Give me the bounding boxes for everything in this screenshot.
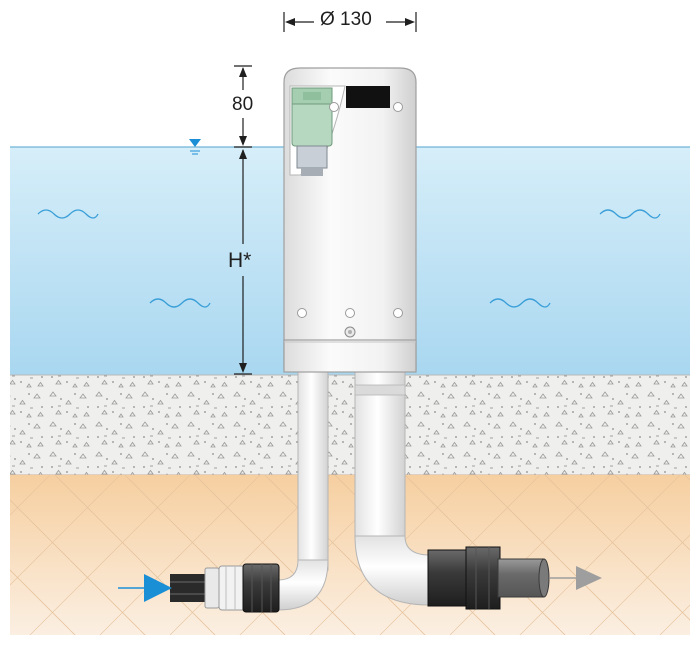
outlet-pipe bbox=[354, 369, 431, 606]
sensor-housing bbox=[283, 67, 417, 373]
depth-label: H* bbox=[228, 249, 252, 272]
height-dimension bbox=[234, 65, 252, 148]
gravel-layer bbox=[10, 375, 690, 475]
flow-in-arrow-icon bbox=[118, 574, 172, 602]
inlet-pipe bbox=[277, 369, 329, 611]
diameter-dimension bbox=[283, 12, 417, 32]
depth-dimension bbox=[234, 149, 252, 375]
wave-marks bbox=[37, 209, 661, 308]
inlet-connector bbox=[170, 563, 280, 613]
display-window bbox=[346, 86, 390, 108]
height-label: 80 bbox=[232, 94, 254, 115]
water-level-icon bbox=[189, 139, 201, 155]
diameter-label: Ø 130 bbox=[320, 9, 372, 30]
outlet-connector bbox=[427, 546, 550, 610]
flow-out-arrow-icon bbox=[550, 566, 602, 590]
